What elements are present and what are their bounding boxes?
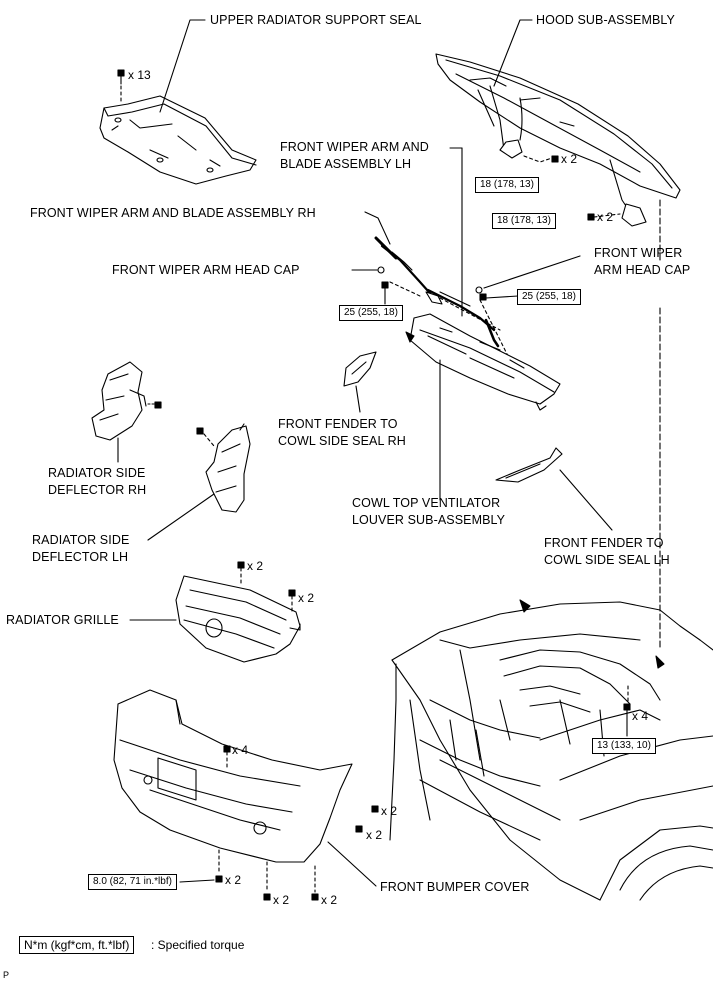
- legend-unit-box: N*m (kgf*cm, ft.*lbf): [19, 936, 135, 954]
- label-fender-seal-lh-line2: COWL SIDE SEAL LH: [544, 553, 670, 567]
- label-fender-seal-lh-line1: FRONT FENDER TO: [544, 536, 664, 550]
- label-front-wiper-arm-lh-line2: BLADE ASSEMBLY LH: [280, 157, 412, 171]
- radiator-side-deflector-rh-part: [91, 361, 162, 441]
- vehicle-front-body: [389, 599, 713, 901]
- label-cowl-louver-line2: LOUVER SUB-ASSEMBLY: [352, 513, 506, 527]
- front-wiper-arm-rh-part: [374, 236, 443, 305]
- qty-hood-upper: x 2: [561, 152, 578, 166]
- label-radiator-grille: RADIATOR GRILLE: [6, 613, 119, 627]
- qty-bumper-bottom-1: x 2: [273, 893, 290, 907]
- torque-box-fender-bolt: 13 (133, 10): [592, 738, 656, 754]
- torque-box-bumper-bolt: 8.0 (82, 71 in.*lbf): [88, 874, 177, 890]
- label-front-wiper-arm-rh: FRONT WIPER ARM AND BLADE ASSEMBLY RH: [30, 206, 316, 220]
- fender-seal-lh-part: [495, 447, 563, 483]
- fender-seal-rh-part: [343, 351, 377, 387]
- front-bumper-cover-part: [113, 689, 353, 863]
- qty-bumper-right-2: x 2: [366, 828, 383, 842]
- legend-description: : Specified torque: [151, 938, 245, 952]
- radiator-grille-part: [175, 575, 301, 663]
- label-hood-sub-assembly: HOOD SUB-ASSEMBLY: [536, 13, 675, 27]
- corner-mark: P: [3, 970, 10, 980]
- label-fender-seal-rh-line1: FRONT FENDER TO: [278, 417, 398, 431]
- torque-box-wiper-right: 25 (255, 18): [517, 289, 581, 305]
- torque-box-hood-hinge-lower: 18 (178, 13): [492, 213, 556, 229]
- qty-bumper-bottom-2: x 2: [321, 893, 338, 907]
- upper-radiator-support-seal-part: [99, 95, 257, 185]
- qty-bumper-right-1: x 2: [381, 804, 398, 818]
- hood-sub-assembly-part: [435, 53, 681, 227]
- torque-box-wiper-left: 25 (255, 18): [339, 305, 403, 321]
- seal-clip-fastener: [117, 69, 125, 105]
- label-front-wiper-arm-head-cap-right-line1: FRONT WIPER: [594, 246, 683, 260]
- label-radiator-deflector-rh-line2: DEFLECTOR RH: [48, 483, 147, 497]
- qty-grille-right: x 2: [298, 591, 315, 605]
- cowl-top-ventilator-louver-part: [405, 313, 561, 411]
- label-radiator-deflector-lh-line1: RADIATOR SIDE: [32, 533, 130, 547]
- radiator-side-deflector-lh-part: [205, 423, 251, 513]
- front-wiper-arm-lh-part: [426, 288, 500, 348]
- qty-grille-top: x 2: [247, 559, 264, 573]
- label-upper-radiator-support-seal: UPPER RADIATOR SUPPORT SEAL: [210, 13, 422, 27]
- label-cowl-louver-line1: COWL TOP VENTILATOR: [352, 496, 501, 510]
- qty-seal-clips: x 13: [128, 68, 151, 82]
- label-front-wiper-arm-lh-line1: FRONT WIPER ARM AND: [280, 140, 429, 154]
- qty-fender-bolts: x 4: [632, 709, 649, 723]
- label-front-wiper-arm-head-cap-left: FRONT WIPER ARM HEAD CAP: [112, 263, 300, 277]
- torque-box-hood-hinge-upper: 18 (178, 13): [475, 177, 539, 193]
- qty-bumper-top: x 4: [232, 743, 249, 757]
- label-front-bumper-cover: FRONT BUMPER COVER: [380, 880, 530, 894]
- qty-hood-lower: x 2: [597, 210, 614, 224]
- label-radiator-deflector-rh-line1: RADIATOR SIDE: [48, 466, 146, 480]
- label-front-wiper-arm-head-cap-right-line2: ARM HEAD CAP: [594, 263, 691, 277]
- label-fender-seal-rh-line2: COWL SIDE SEAL RH: [278, 434, 406, 448]
- qty-bumper-bottom-left: x 2: [225, 873, 242, 887]
- label-radiator-deflector-lh-line2: DEFLECTOR LH: [32, 550, 129, 564]
